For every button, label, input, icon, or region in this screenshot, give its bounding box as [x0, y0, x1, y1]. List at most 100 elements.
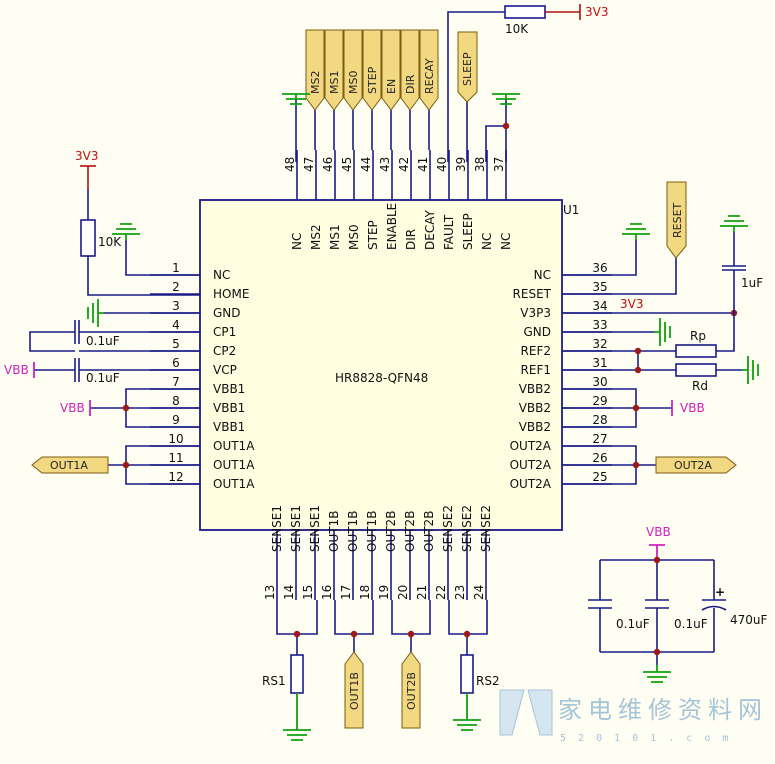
- pin-number: 14: [282, 585, 296, 600]
- resistor-rp-label: Rp: [690, 329, 706, 343]
- out2a-port: OUT2A: [655, 456, 737, 474]
- resistor-fault-pullup: [504, 5, 546, 19]
- chip-body: [199, 199, 563, 531]
- junction-dot: [653, 556, 661, 564]
- pin-name: SENSE2: [479, 505, 493, 552]
- svg-text:OUT1B: OUT1B: [348, 672, 361, 710]
- pin-name: CP2: [213, 344, 236, 358]
- capacitor-vcp-value: 0.1uF: [86, 371, 120, 385]
- vbb1-wires: [90, 388, 200, 428]
- capacitor-cp-value: 0.1uF: [86, 334, 120, 348]
- pin-name: SENSE2: [441, 505, 455, 552]
- pin-name: OUT1B: [365, 511, 379, 552]
- pin-name: GND: [213, 306, 241, 320]
- pin-number: 44: [359, 157, 373, 172]
- pin-number: 18: [358, 585, 372, 600]
- pin-number: 36: [592, 261, 607, 275]
- port-en: EN: [381, 29, 401, 111]
- ground-symbol: [643, 665, 671, 683]
- ground-symbol: [453, 693, 481, 731]
- pin-number: 24: [472, 585, 486, 600]
- pin-name: OUT2A: [510, 458, 552, 472]
- home-wire: [87, 190, 200, 296]
- net-3v3-v3p3: 3V3: [620, 297, 643, 311]
- pin-name: OUT2B: [403, 511, 417, 552]
- pin-number: 19: [377, 585, 391, 600]
- net-3v3-top: 3V3: [585, 5, 608, 19]
- svg-text:STEP: STEP: [366, 66, 379, 94]
- pin-name: OUT1A: [213, 458, 255, 472]
- sleep-port: SLEEP: [457, 31, 478, 103]
- pin-name: OUT1A: [213, 477, 255, 491]
- pin-name: MS0: [347, 224, 361, 250]
- pin-name: DECAY: [423, 210, 437, 250]
- pin-number: 37: [492, 157, 506, 172]
- pin-number: 9: [172, 413, 180, 427]
- sense2-wires: [448, 600, 488, 655]
- capacitor-bulk-2-value: 0.1uF: [674, 617, 708, 631]
- svg-text:SLEEP: SLEEP: [461, 52, 474, 86]
- ground-symbol: [654, 318, 671, 346]
- pin-name: OUT1B: [327, 511, 341, 552]
- pin-number: 17: [339, 585, 353, 600]
- junction-dot: [293, 630, 301, 638]
- capacitor-bulk-3-value: 470uF: [730, 613, 768, 627]
- pin-number: 26: [592, 451, 607, 465]
- fault-wire: [447, 11, 505, 162]
- pin-number: 39: [454, 157, 468, 172]
- pin-number: 31: [592, 356, 607, 370]
- junction-dot: [634, 366, 642, 374]
- ground-symbol: [622, 223, 650, 240]
- svg-text:RESET: RESET: [671, 202, 684, 238]
- pin36-wire: [562, 240, 637, 276]
- resistor-rs1: [290, 654, 304, 694]
- pin-name: ENABLE: [385, 203, 399, 250]
- port-dir: DIR: [400, 29, 420, 111]
- polarity-plus: +: [715, 585, 725, 599]
- pin-name: REF1: [521, 363, 551, 377]
- pin-name: MS1: [328, 224, 342, 250]
- pin-number: 2: [172, 280, 180, 294]
- pin-number: 28: [592, 413, 607, 427]
- junction-dot: [122, 461, 130, 469]
- pin-name: CP1: [213, 325, 236, 339]
- cp-wires: [29, 331, 200, 352]
- pin-name: VBB1: [213, 401, 245, 415]
- watermark-title: 家电维修资料网: [558, 696, 768, 724]
- net-vbb-bulk: VBB: [646, 525, 671, 539]
- junction-dot: [463, 630, 471, 638]
- resistor-rd: [675, 363, 717, 377]
- sense1-wires: [276, 600, 318, 655]
- svg-text:MS1: MS1: [328, 71, 341, 94]
- junction-dot: [634, 347, 642, 355]
- pin-name: DIR: [404, 229, 418, 250]
- pin-number: 7: [172, 375, 180, 389]
- pin-number: 1: [172, 261, 180, 275]
- net-vbb-vbb2: VBB: [680, 401, 705, 415]
- ground-symbol: [283, 693, 311, 741]
- watermark-logo: [499, 689, 553, 736]
- pin-name: OUT2A: [510, 439, 552, 453]
- chip-ref-label: U1: [563, 203, 579, 217]
- svg-text:EN: EN: [385, 79, 398, 94]
- pin-number: 48: [283, 157, 297, 172]
- pin-name: VBB2: [519, 382, 551, 396]
- port-step: STEP: [362, 29, 382, 111]
- out2b-port: OUT2B: [401, 651, 421, 729]
- resistor-home-value: 10K: [98, 235, 122, 249]
- pin-number: 16: [320, 585, 334, 600]
- pin-name: VBB1: [213, 420, 245, 434]
- pin-number: 15: [301, 585, 315, 600]
- ground-symbol: [112, 223, 140, 240]
- pin-name: NC: [480, 233, 494, 250]
- ref-wires: [562, 313, 742, 371]
- pin-number: 12: [168, 470, 183, 484]
- resistor-fault-value: 10K: [505, 22, 529, 36]
- pin-number: 35: [592, 280, 607, 294]
- port-recay: RECAY: [419, 29, 439, 111]
- junction-dot: [632, 461, 640, 469]
- pin-name: SENSE2: [460, 505, 474, 552]
- junction-dot: [350, 630, 358, 638]
- pin-name: REF2: [521, 344, 551, 358]
